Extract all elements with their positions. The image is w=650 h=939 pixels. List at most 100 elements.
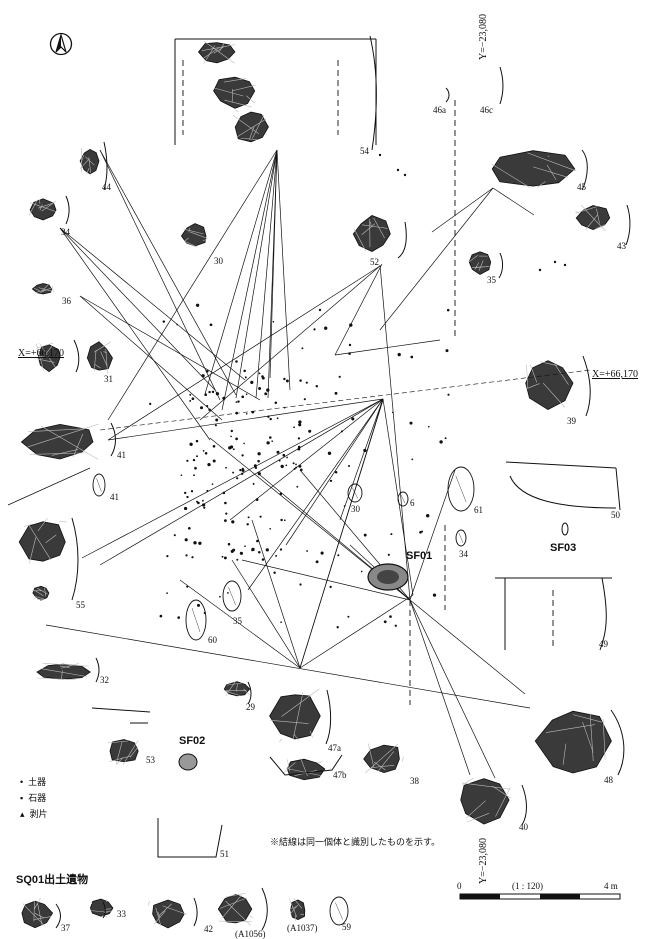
find-dot xyxy=(271,440,274,443)
sherd-rubbing xyxy=(525,360,574,411)
find-dot xyxy=(274,401,278,404)
find-dot xyxy=(235,360,238,363)
find-dot xyxy=(215,392,220,396)
find-dot xyxy=(235,401,238,403)
rubbing-texture xyxy=(36,342,54,349)
rubbing-texture xyxy=(61,670,63,681)
rubbing-texture xyxy=(129,746,139,758)
find-dot xyxy=(297,445,301,449)
find-dot xyxy=(334,391,338,395)
rubbing-texture xyxy=(310,730,313,738)
tool-facet xyxy=(400,494,406,504)
rubbing-texture xyxy=(52,285,54,293)
rubbing-texture xyxy=(365,743,399,774)
find-dot xyxy=(201,374,205,378)
rubbing-texture xyxy=(105,899,108,903)
find-dot xyxy=(191,397,195,401)
label-46a: 46a xyxy=(433,105,446,115)
rubbing-texture xyxy=(224,99,252,108)
rubbing-texture xyxy=(478,260,484,271)
find-dot xyxy=(394,624,397,627)
rubbing-texture xyxy=(29,537,37,564)
vessel-profile xyxy=(505,461,617,469)
find-dot xyxy=(348,352,351,355)
find-dot xyxy=(246,523,249,526)
rubbing-texture xyxy=(495,787,511,817)
find-dot xyxy=(257,452,261,456)
label-32: 32 xyxy=(100,675,109,685)
tool-facet xyxy=(96,478,102,492)
rubbing-texture xyxy=(147,900,150,906)
rubbing-texture xyxy=(491,163,531,188)
find-dot xyxy=(266,388,270,392)
rubbing-texture xyxy=(201,44,236,51)
rubbing-texture xyxy=(37,587,48,595)
find-dot xyxy=(286,456,288,459)
rubbing-texture xyxy=(546,724,595,733)
rubbing-texture xyxy=(184,241,198,248)
rubbing-texture xyxy=(34,916,51,920)
find-dot xyxy=(189,393,192,396)
rubbing-texture xyxy=(232,115,260,134)
find-dot xyxy=(293,426,295,429)
rubbing-texture xyxy=(41,346,53,360)
rubbing-texture xyxy=(88,157,92,174)
find-dot xyxy=(224,519,227,522)
find-dot xyxy=(252,482,255,485)
find-dot xyxy=(245,412,248,415)
find-dot xyxy=(198,541,202,545)
find-dot xyxy=(180,474,183,477)
rubbing-texture xyxy=(213,46,225,54)
rubbing-texture xyxy=(188,227,191,233)
find-dot xyxy=(389,615,392,618)
label-45: 45 xyxy=(577,182,586,192)
rubbing-texture xyxy=(288,898,298,918)
sherd-rubbing xyxy=(180,223,207,247)
rubbing-texture xyxy=(29,452,85,455)
rubbing-texture xyxy=(36,358,55,363)
find-dot xyxy=(396,168,400,172)
rubbing-texture xyxy=(22,903,46,927)
find-dot xyxy=(195,439,199,443)
rubbing-texture xyxy=(353,228,367,252)
rubbing-texture xyxy=(292,692,304,741)
label-41-lithic: 41 xyxy=(110,492,119,502)
refit-line xyxy=(339,398,384,521)
find-dot xyxy=(303,398,306,401)
find-dot xyxy=(337,554,340,557)
find-dot xyxy=(192,458,196,462)
label-35-lithic: 35 xyxy=(233,616,242,626)
find-dot xyxy=(235,437,238,441)
vessel-profile xyxy=(581,149,588,191)
refit-line xyxy=(255,149,278,399)
find-dot xyxy=(236,477,239,480)
vessel-profile xyxy=(625,204,631,246)
find-dot xyxy=(315,384,319,388)
find-dot xyxy=(239,551,243,555)
rubbing-texture xyxy=(36,598,44,600)
find-dot xyxy=(186,585,189,588)
rubbing-texture xyxy=(107,740,129,744)
vessel-profile xyxy=(445,87,450,103)
find-dot xyxy=(563,263,567,267)
find-dot xyxy=(241,454,244,457)
find-dot xyxy=(230,435,232,438)
tool-facet xyxy=(191,607,201,633)
find-dot xyxy=(351,417,355,421)
find-dot xyxy=(223,556,227,560)
rubbing-texture xyxy=(474,262,480,270)
label-39: 39 xyxy=(567,416,576,426)
refit-line xyxy=(334,263,383,356)
rubbing-texture xyxy=(157,911,161,918)
find-dot xyxy=(203,611,206,615)
refit-line xyxy=(229,398,384,521)
find-dot xyxy=(258,372,261,375)
find-dot xyxy=(241,395,245,399)
vessel-profile xyxy=(95,657,100,683)
vessel-profile xyxy=(73,339,80,373)
find-dot xyxy=(212,444,216,448)
find-dot xyxy=(225,512,228,515)
find-dot xyxy=(409,421,413,425)
find-dot xyxy=(166,592,168,594)
label-37: 37 xyxy=(61,923,70,933)
